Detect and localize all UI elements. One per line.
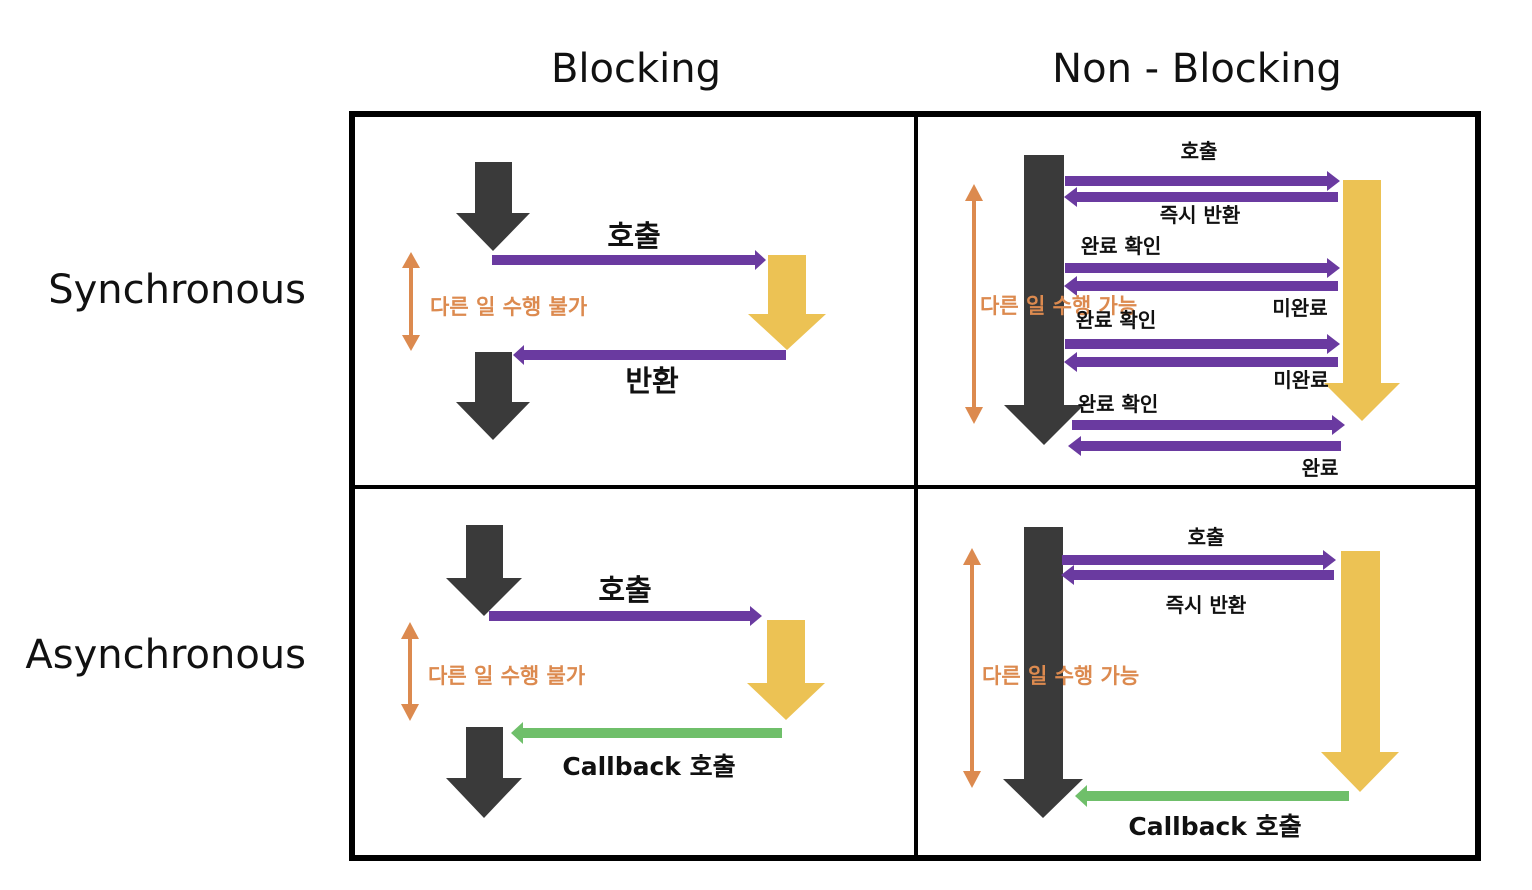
check-label: 완료 확인: [1076, 308, 1157, 332]
duration-label: 다른 일 수행 불가: [428, 664, 586, 688]
duration-indicator: [402, 252, 420, 351]
callback-label: Callback 호출: [562, 752, 735, 781]
callee-down-arrow: [748, 255, 826, 350]
quadrant-grid: [349, 111, 1481, 861]
immediate-return-arrow: [1061, 565, 1334, 585]
caller-down-arrow: [446, 525, 522, 616]
callback-label: Callback 호출: [1128, 812, 1301, 841]
callback-arrow: [1075, 785, 1349, 807]
immediate-return-arrow: [1064, 187, 1338, 207]
incomplete-label: 미완료: [1273, 368, 1328, 392]
duration-indicator: [965, 184, 983, 424]
check-label: 완료 확인: [1078, 392, 1159, 416]
cell-sync-nonblocking: 호출 즉시 반환 완료 확인 미완료 다른 일 수행 가능 완료 확인 미완료 …: [965, 139, 1400, 480]
call-label: 호출: [607, 219, 660, 253]
callee-down-arrow: [747, 620, 825, 720]
duration-indicator: [401, 622, 419, 721]
check-label: 완료 확인: [1081, 234, 1162, 258]
incomplete-return-arrow: [1064, 276, 1338, 296]
incomplete-return-arrow: [1064, 352, 1338, 372]
row-header-synchronous: Synchronous: [48, 267, 306, 313]
caller-down-arrow: [446, 727, 522, 818]
callee-down-arrow: [1321, 551, 1399, 792]
check-arrow: [1065, 258, 1340, 278]
duration-indicator: [963, 548, 981, 788]
call-arrow: [492, 250, 766, 270]
call-arrow: [1062, 550, 1336, 570]
call-arrow: [1065, 171, 1340, 191]
check-arrow: [1065, 334, 1340, 354]
callback-arrow: [511, 722, 782, 744]
return-arrow: [513, 345, 786, 365]
duration-label: 다른 일 수행 가능: [982, 664, 1139, 688]
column-header-blocking: Blocking: [551, 46, 721, 92]
caller-down-arrow: [456, 162, 530, 251]
complete-return-arrow: [1068, 436, 1341, 456]
check-arrow: [1072, 415, 1345, 435]
cell-async-blocking: 호출 다른 일 수행 불가 Callback 호출: [401, 525, 825, 818]
call-label: 호출: [1181, 139, 1218, 163]
duration-label: 다른 일 수행 가능: [980, 294, 1137, 318]
caller-down-arrow: [1004, 155, 1084, 445]
immediate-return-label: 즉시 반환: [1166, 593, 1247, 617]
caller-down-arrow: [456, 352, 530, 440]
call-label: 호출: [598, 573, 651, 607]
cell-sync-blocking: 호출 반환 다른 일 수행 불가: [402, 162, 826, 440]
complete-label: 완료: [1302, 456, 1339, 480]
duration-label: 다른 일 수행 불가: [430, 295, 588, 319]
return-label: 반환: [625, 364, 679, 398]
row-header-asynchronous: Asynchronous: [25, 632, 306, 678]
column-header-nonblocking: Non - Blocking: [1052, 46, 1342, 92]
immediate-return-label: 즉시 반환: [1160, 203, 1241, 227]
caller-down-arrow: [1003, 527, 1083, 818]
callee-down-arrow: [1324, 180, 1400, 421]
cell-async-nonblocking: 호출 즉시 반환 다른 일 수행 가능 Callback 호출: [963, 525, 1399, 841]
call-arrow: [489, 606, 762, 626]
incomplete-label: 미완료: [1272, 296, 1327, 320]
call-label: 호출: [1188, 525, 1225, 549]
